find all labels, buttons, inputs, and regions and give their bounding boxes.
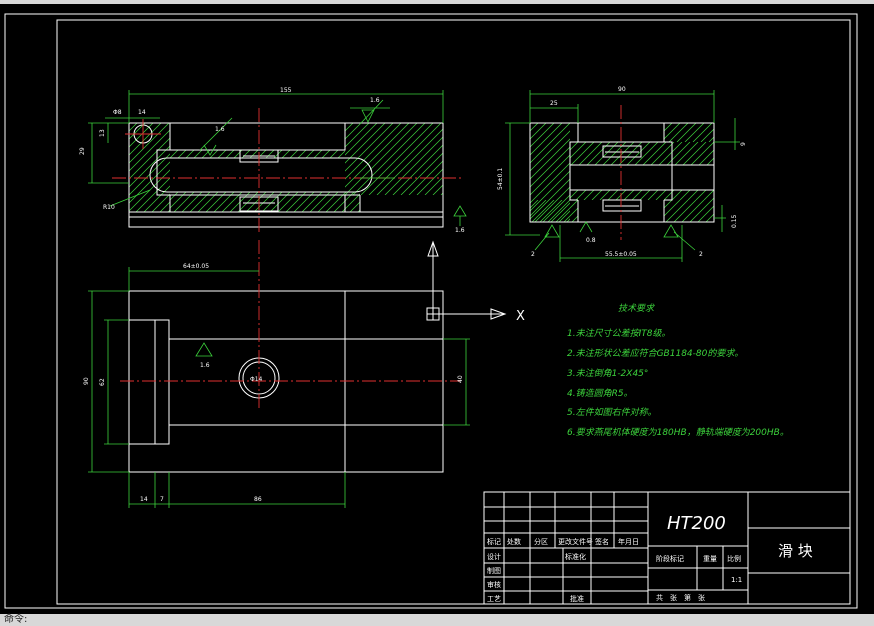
rough-b: 1.6 [215, 126, 225, 133]
plan-dim-7: 7 [160, 496, 164, 503]
tb-left-label-3: 工艺 [487, 595, 501, 603]
outer-frame [4, 13, 858, 609]
plan-dim-62: 62 [99, 378, 106, 386]
side-dim-height: 54±0.1 [497, 168, 504, 190]
inner-frame [56, 19, 851, 605]
front-view: 155 Φ8 14 29 13 R10 1.6 1.6 1.6 [79, 87, 467, 234]
tb-row-label-5: 年月日 [618, 537, 639, 546]
technical-requirements: 技术要求 1.未注尺寸公差按IT8级。 2.未注形状公差应符合GB1184-80… [567, 303, 789, 438]
dim-155: 155 [280, 87, 292, 94]
dim-left-14: 14 [138, 109, 146, 116]
side-dim-015: 0.15 [731, 214, 738, 228]
title-block: HT200 滑 块 标记 处数 分区 更改文件号 签名 年月日 设计 制图 审核… [483, 491, 851, 605]
plan-circle-dim: Φ14 [250, 376, 263, 383]
tb-weight-label: 重量 [703, 555, 717, 563]
cad-drawing-canvas[interactable]: 155 Φ8 14 29 13 R10 1.6 1.6 1.6 [0, 4, 874, 614]
tech-note-4: 4.铸造圆角R5。 [567, 388, 633, 399]
plan-dim-64: 64±0.05 [183, 263, 209, 270]
side-dim-fit: 9 [740, 142, 747, 146]
rough-c: 1.6 [455, 227, 465, 234]
plan-dim-86: 86 [254, 496, 262, 503]
side-dim-25: 25 [550, 100, 558, 107]
side-dim-08: 0.8 [586, 237, 596, 244]
side-dim-2b: 2 [699, 251, 703, 258]
side-dim-base: 55.5±0.05 [605, 251, 637, 258]
plan-dim-14: 14 [140, 496, 148, 503]
tech-note-3: 3.未注倒角1-2X45° [567, 368, 648, 379]
plan-view: Φ14 64±0.05 90 62 40 14 7 86 1.6 [83, 240, 470, 508]
tb-scale-label: 比例 [727, 554, 741, 563]
dim-left-13: 13 [99, 129, 106, 137]
tb-left-label-2: 审核 [487, 580, 501, 589]
side-dim-90: 90 [618, 86, 626, 93]
tb-row-label-1: 处数 [507, 537, 521, 546]
tb-row-label-4: 签名 [595, 537, 609, 546]
tech-note-1: 1.未注尺寸公差按IT8级。 [567, 328, 670, 339]
tb-row-label-2: 分区 [534, 537, 548, 546]
tb-left-label-1: 制图 [487, 566, 501, 575]
tech-note-2: 2.未注形状公差应符合GB1184-80的要求。 [567, 348, 743, 359]
tb-left-label-0: 设计 [487, 552, 501, 561]
tb-sheet-text: 共 张 第 张 [656, 593, 705, 602]
dim-hole-dia: Φ8 [113, 109, 122, 116]
plan-dim-90: 90 [83, 377, 90, 385]
tb-approve-label: 批准 [570, 594, 584, 603]
tb-row-label-3: 更改文件号 [558, 537, 593, 546]
tb-stage-label: 阶段标记 [656, 554, 684, 563]
material-label: HT200 [667, 513, 726, 534]
rough-d: 1.6 [200, 362, 210, 369]
dim-r10: R10 [103, 204, 115, 211]
tech-title: 技术要求 [618, 303, 655, 314]
window-top-bar [0, 0, 874, 4]
side-dim-2a: 2 [531, 251, 535, 258]
rough-a: 1.6 [370, 97, 380, 104]
dim-left-29: 29 [79, 147, 86, 155]
tb-row-label-0: 标记 [487, 537, 501, 546]
command-line-status[interactable]: 命令: [0, 614, 874, 626]
ucs-axis-icon: X [426, 240, 525, 324]
tb-scale-value: 1:1 [731, 576, 742, 584]
part-name: 滑 块 [778, 542, 813, 560]
plan-dim-40: 40 [457, 375, 464, 383]
front-view-hatching [129, 123, 443, 212]
tb-std-label: 标准化 [565, 552, 586, 561]
ucs-x-label: X [516, 309, 525, 324]
side-view: 90 25 54±0.1 9 55.5±0.05 2 2 0.8 0.15 [497, 86, 747, 262]
tech-note-6: 6.要求燕尾机体硬度为180HB，静轨端硬度为200HB。 [567, 427, 789, 438]
tech-note-5: 5.左件如图右件对称。 [567, 407, 657, 418]
side-view-hatching [530, 123, 714, 222]
